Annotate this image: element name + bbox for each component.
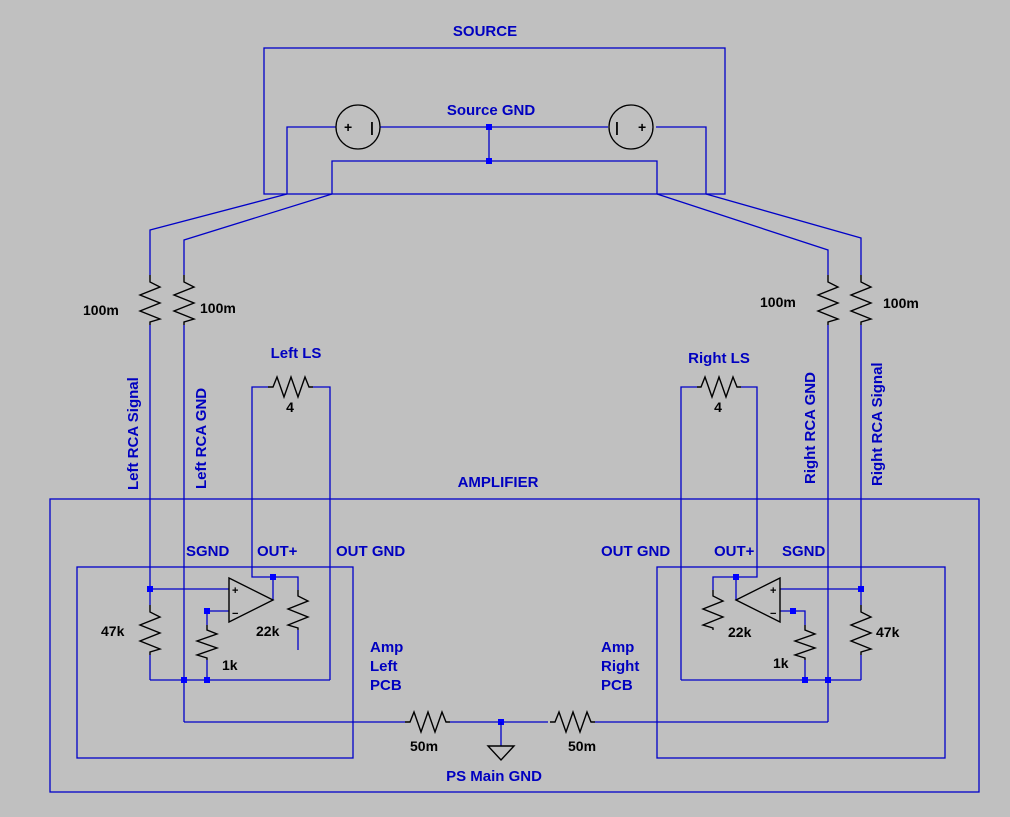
right-sgnd-label: SGND bbox=[782, 543, 826, 560]
right-amp-wiring bbox=[595, 576, 862, 723]
resistor-left-47k bbox=[138, 605, 163, 655]
right-ls-wiring bbox=[680, 386, 758, 680]
svg-text:−: − bbox=[770, 608, 776, 620]
svg-text:+: + bbox=[638, 119, 646, 135]
right-ground-resistor-value: 50m bbox=[568, 738, 596, 754]
right-rca-signal-label: Right RCA Signal bbox=[869, 362, 886, 486]
right-rca-gnd-label: Right RCA GND bbox=[802, 372, 819, 484]
right-voltage-source-icon: | + bbox=[608, 104, 654, 150]
right-gnd-cable-value: 100m bbox=[760, 294, 796, 310]
left-out-gnd-label: OUT GND bbox=[336, 543, 405, 560]
svg-text:+: + bbox=[770, 585, 776, 597]
amplifier-title: AMPLIFIER bbox=[458, 474, 539, 491]
left-opamp-icon: + − bbox=[228, 576, 275, 624]
resistor-right-47k bbox=[849, 605, 874, 655]
source-box bbox=[263, 47, 726, 195]
ps-main-gnd-label: PS Main GND bbox=[446, 768, 542, 785]
right-22k-value: 22k bbox=[728, 624, 752, 640]
svg-text:Amp: Amp bbox=[601, 639, 634, 656]
right-opamp-icon: + − bbox=[734, 576, 781, 624]
left-ls-wiring bbox=[251, 386, 331, 680]
svg-text:PCB: PCB bbox=[370, 677, 402, 694]
right-signal-cable-value: 100m bbox=[883, 295, 919, 311]
right-47k-value: 47k bbox=[876, 624, 900, 640]
svg-text:|: | bbox=[615, 119, 619, 135]
left-signal-cable-value: 100m bbox=[83, 302, 119, 318]
svg-text:+: + bbox=[232, 585, 238, 597]
resistor-right-22k bbox=[700, 590, 725, 630]
amp-right-pcb-box bbox=[656, 566, 946, 759]
right-ls-value: 4 bbox=[714, 399, 722, 415]
source-internal-wiring bbox=[286, 126, 707, 194]
resistor-right-signal-cable bbox=[849, 275, 874, 325]
left-voltage-source-icon: + | bbox=[335, 104, 381, 150]
source-title: SOURCE bbox=[453, 23, 517, 40]
left-rca-gnd-label: Left RCA GND bbox=[193, 388, 210, 489]
left-sgnd-label: SGND bbox=[186, 543, 230, 560]
right-out-plus-label: OUT+ bbox=[714, 543, 755, 560]
resistor-left-ls bbox=[268, 374, 313, 400]
resistor-right-1k bbox=[792, 625, 818, 660]
left-amp-wiring bbox=[149, 576, 405, 723]
cable-wiring bbox=[149, 193, 862, 722]
amp-left-pcb-box bbox=[76, 566, 354, 759]
svg-text:Amp: Amp bbox=[370, 639, 403, 656]
left-ground-resistor-value: 50m bbox=[410, 738, 438, 754]
resistor-left-1k bbox=[194, 625, 220, 660]
resistor-left-22k bbox=[285, 590, 310, 630]
resistor-left-ground bbox=[405, 709, 450, 735]
resistor-right-ground bbox=[550, 709, 595, 735]
right-1k-value: 1k bbox=[773, 655, 789, 671]
svg-text:Right: Right bbox=[601, 658, 639, 675]
svg-text:+: + bbox=[344, 119, 352, 135]
left-ls-value: 4 bbox=[286, 399, 294, 415]
amp-left-pcb-label: Amp Left PCB bbox=[370, 639, 403, 694]
svg-text:−: − bbox=[232, 608, 238, 620]
left-ls-label: Left LS bbox=[271, 345, 322, 362]
resistor-left-gnd-cable bbox=[172, 275, 197, 325]
svg-text:|: | bbox=[370, 119, 374, 135]
left-47k-value: 47k bbox=[101, 623, 125, 639]
resistor-left-signal-cable bbox=[138, 275, 163, 325]
amp-right-pcb-label: Amp Right PCB bbox=[601, 639, 639, 694]
left-rca-signal-label: Left RCA Signal bbox=[125, 377, 142, 490]
right-out-gnd-label: OUT GND bbox=[601, 543, 670, 560]
amplifier-box bbox=[49, 498, 980, 793]
right-ls-label: Right LS bbox=[688, 350, 750, 367]
left-gnd-cable-value: 100m bbox=[200, 300, 236, 316]
svg-text:PCB: PCB bbox=[601, 677, 633, 694]
svg-text:Left: Left bbox=[370, 658, 398, 675]
left-1k-value: 1k bbox=[222, 657, 238, 673]
ground-symbol-icon bbox=[486, 745, 516, 762]
source-gnd-label: Source GND bbox=[447, 102, 536, 119]
resistor-right-gnd-cable bbox=[816, 275, 841, 325]
left-out-plus-label: OUT+ bbox=[257, 543, 298, 560]
resistor-right-ls bbox=[697, 374, 741, 400]
left-22k-value: 22k bbox=[256, 623, 280, 639]
